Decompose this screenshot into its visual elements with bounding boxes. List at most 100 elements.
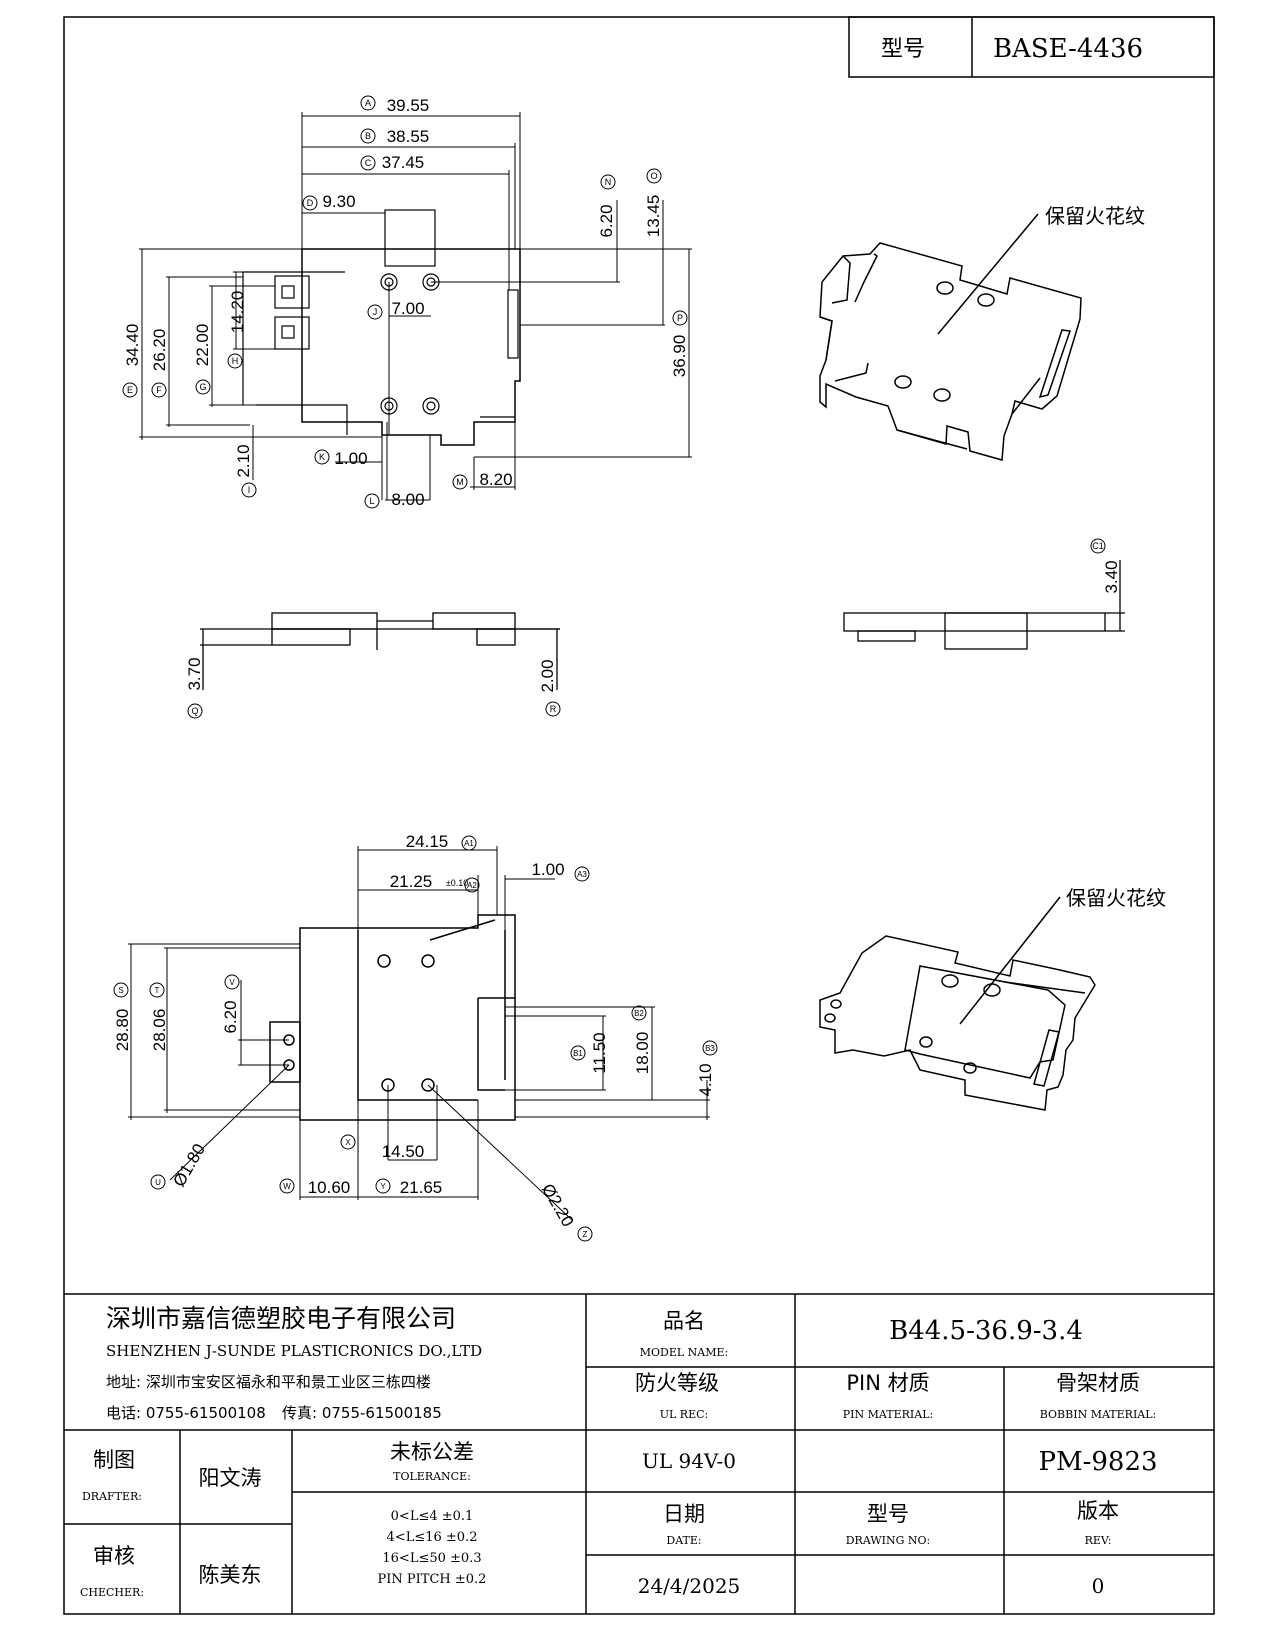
bobbin-material-value: PM-9823 [1038,1447,1157,1477]
label-A: A [365,98,371,108]
label-B: B [365,131,371,141]
label-S: S [118,986,123,995]
label-X: X [345,1138,351,1147]
product-name-label-en: MODEL NAME: [640,1346,729,1359]
dim-V-value: 6.20 [221,1000,240,1033]
sheet-border [63,16,1215,1615]
label-B3: B3 [705,1044,715,1053]
dim-N-value: 6.20 [597,204,616,237]
company-name-cn: 深圳市嘉信德塑胶电子有限公司 [106,1304,456,1333]
side-view-right [843,560,1125,650]
pin-material-label-en: PIN MATERIAL: [843,1408,933,1421]
dim-B3-value: 4.10 [696,1063,715,1096]
drafter-label: 制图 [93,1448,135,1472]
fire-rating-label: 防火等级 [635,1371,719,1395]
label-Q: Q [191,706,198,716]
bottom-view [269,914,516,1121]
dim-C-value: 37.45 [382,153,425,172]
dim-A2-tolerance: ±0.10 [446,878,468,888]
rev-label-en: REV: [1085,1534,1112,1547]
date-label-en: DATE: [666,1534,701,1547]
checker-label-en: CHECHER: [80,1586,144,1599]
bottom-view-dims [128,846,710,1221]
dim-L-value: 8.00 [391,490,424,509]
dim-J-value: 7.00 [391,299,424,318]
checker-value: 陈美东 [199,1563,262,1587]
label-D: D [307,198,314,208]
label-B1: B1 [573,1049,583,1058]
label-P: P [677,313,683,323]
label-K: K [319,452,325,462]
label-C1: C1 [1092,541,1104,551]
label-A1: A1 [464,839,474,848]
label-F: F [156,385,162,395]
dim-O-value: 13.45 [644,195,663,238]
company-address: 地址: 深圳市宝安区福永和平和景工业区三栋四楼 [106,1373,431,1391]
tolerance-line-3: 16<L≤50 ±0.3 [382,1551,481,1566]
label-Y: Y [380,1182,386,1191]
label-Z: Z [583,1230,588,1239]
top-view [242,209,521,446]
label-U: U [155,1178,161,1187]
dim-U-value: Ø1.80 [169,1140,209,1190]
retain-spark-label-2: 保留火花纹 [1066,886,1166,910]
drafter-value: 阳文涛 [199,1466,262,1490]
dim-Y-value: 21.65 [400,1178,443,1197]
label-O: O [650,171,657,181]
dim-K-value: 1.00 [334,449,367,468]
bobbin-material-label: 骨架材质 [1056,1371,1140,1395]
label-V: V [229,978,235,987]
company-fax: 传真: 0755-61500185 [282,1404,442,1422]
label-G: G [199,382,206,392]
checker-label: 审核 [93,1544,135,1568]
label-I: I [248,485,251,495]
dim-M-value: 8.20 [479,470,512,489]
date-label: 日期 [663,1502,705,1526]
dim-A-value: 39.55 [387,96,430,115]
tolerance-label: 未标公差 [390,1440,474,1464]
fire-rating-label-en: UL REC: [660,1408,709,1421]
title-block [64,1293,1214,1614]
header-model-value: BASE-4436 [993,34,1143,64]
label-M: M [456,477,464,487]
dim-A1-value: 24.15 [406,832,449,851]
product-name-value: B44.5-36.9-3.4 [889,1316,1083,1346]
rev-label: 版本 [1077,1499,1119,1523]
label-H: H [232,356,239,366]
dim-F-value: 26.20 [150,329,169,372]
dim-B2-value: 18.00 [633,1032,652,1075]
tolerance-line-4: PIN PITCH ±0.2 [378,1572,487,1587]
dim-A3-value: 1.00 [531,860,564,879]
header-box [848,16,1215,78]
label-R: R [550,704,557,714]
label-N: N [605,177,612,187]
date-value: 24/4/2025 [638,1574,741,1598]
iso-view-top [819,213,1082,461]
label-C: C [365,158,372,168]
tolerance-line-1: 0<L≤4 ±0.1 [391,1509,474,1524]
company-name-en: SHENZHEN J-SUNDE PLASTICRONICS DO.,LTD [106,1342,482,1360]
company-tel: 电话: 0755-61500108 [106,1404,266,1422]
label-B2: B2 [634,1009,644,1018]
label-T: T [155,986,160,995]
dim-W-value: 10.60 [308,1178,351,1197]
side-view-left [200,612,560,690]
dim-C1-value: 3.40 [1102,560,1121,593]
label-L: L [369,496,374,506]
dim-R-value: 2.00 [538,659,557,692]
retain-spark-label-1: 保留火花纹 [1045,204,1145,228]
dim-Q-value: 3.70 [185,657,204,690]
tolerance-label-en: TOLERANCE: [393,1470,471,1483]
dim-B1-value: 11.50 [590,1032,609,1073]
label-A3: A3 [577,870,587,879]
dim-H-value: 14.20 [228,291,247,334]
bobbin-material-label-en: BOBBIN MATERIAL: [1040,1408,1157,1421]
product-name-label: 品名 [663,1309,705,1333]
rev-value: 0 [1092,1574,1105,1598]
drafter-label-en: DRAFTER: [82,1490,142,1503]
dim-D-value: 9.30 [322,192,355,211]
dim-Z-value: Ø2.20 [538,1180,578,1230]
label-E: E [127,385,133,395]
dim-X-value: 14.50 [382,1142,425,1161]
